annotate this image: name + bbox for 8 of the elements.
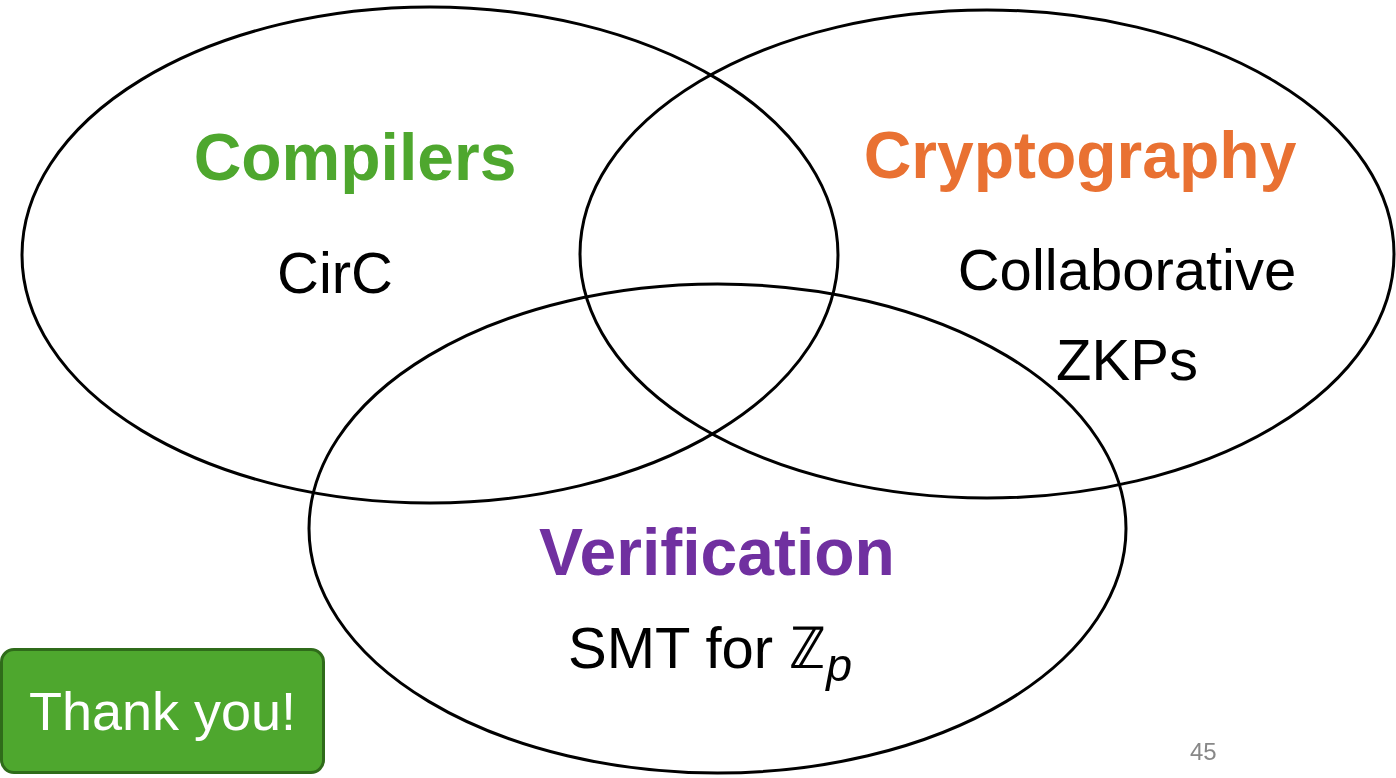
page-number: 45 xyxy=(1190,738,1217,766)
project-text: Collaborative ZKPs xyxy=(956,236,1298,394)
project-text: CirC xyxy=(277,240,393,307)
thank-you-banner: Thank you! xyxy=(0,648,325,774)
category-heading: Verification xyxy=(539,515,895,591)
project-text: SMT for ℤ$_{p}$ xyxy=(567,615,853,692)
category-heading: Compilers xyxy=(193,120,517,196)
category-heading: Cryptography xyxy=(863,118,1297,194)
